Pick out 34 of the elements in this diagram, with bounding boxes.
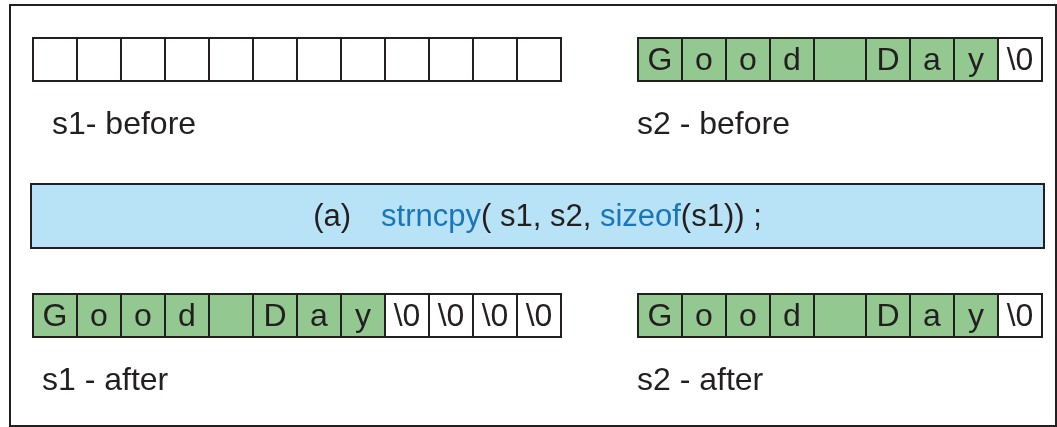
char-cell: y [340, 293, 386, 338]
part-label: (a) [313, 198, 352, 234]
char-cell: a [909, 37, 955, 82]
char-cell: \0 [997, 293, 1043, 338]
char-cell: G [32, 293, 78, 338]
char-cell: a [909, 293, 955, 338]
array-caption: s2 - after [637, 361, 764, 398]
array-caption: s2 - before [637, 105, 790, 142]
char-cell: D [865, 37, 911, 82]
char-cell: G [637, 293, 683, 338]
char-cell: o [120, 293, 166, 338]
code-band [30, 183, 1045, 249]
char-cell: \0 [997, 37, 1043, 82]
char-cell: D [865, 293, 911, 338]
char-cell: \0 [428, 293, 474, 338]
char-cell: o [725, 293, 771, 338]
char-cell: D [252, 293, 298, 338]
char-cell: d [769, 37, 815, 82]
char-cell: y [953, 37, 999, 82]
char-cell: \0 [384, 293, 430, 338]
char-cell: \0 [516, 293, 562, 338]
char-cell: G [637, 37, 683, 82]
char-cell: o [681, 293, 727, 338]
char-cell: d [164, 293, 210, 338]
char-cell: o [681, 37, 727, 82]
code-statement: strncpy( s1, s2, sizeof(s1)) ; [381, 198, 762, 234]
array-caption: s1- before [52, 105, 197, 142]
array-caption: s1 - after [42, 361, 169, 398]
char-cell: d [769, 293, 815, 338]
char-cell: o [76, 293, 122, 338]
char-cell: a [296, 293, 342, 338]
char-cell: \0 [472, 293, 518, 338]
char-cell: o [725, 37, 771, 82]
char-cell: y [953, 293, 999, 338]
